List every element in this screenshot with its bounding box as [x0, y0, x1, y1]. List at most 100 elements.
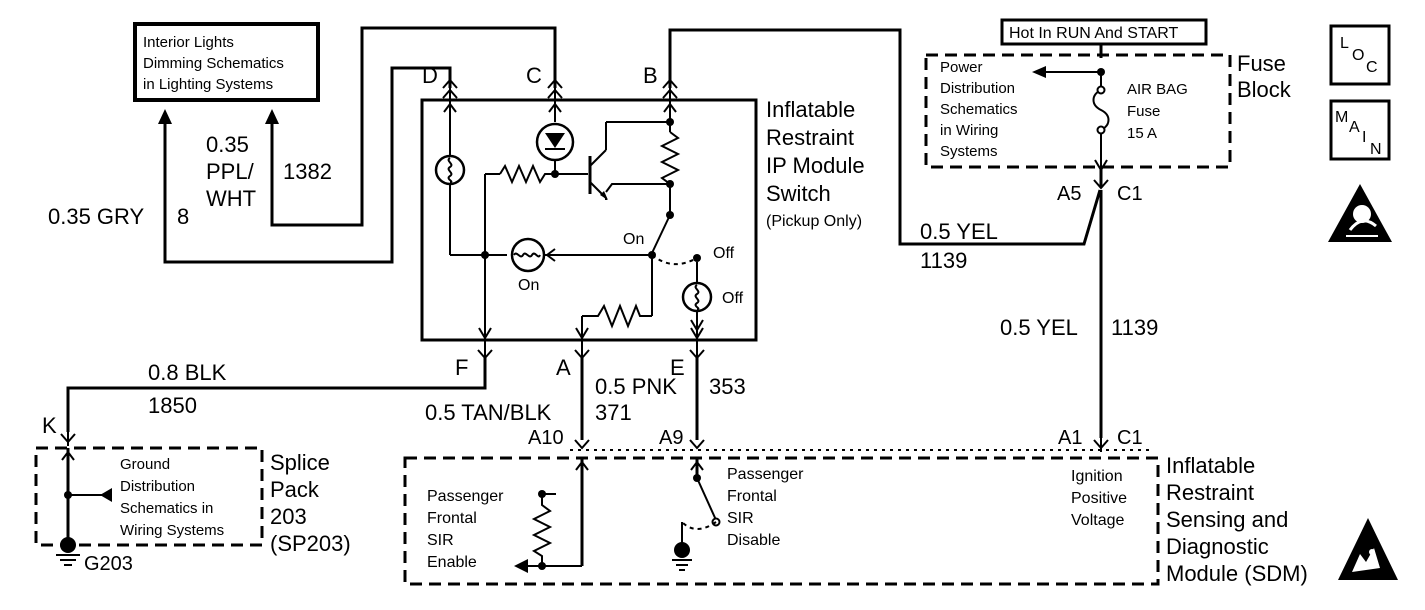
- ppl-circuit-label: 1382: [283, 159, 332, 184]
- yel-mid-size-label: 0.5 YEL: [1000, 315, 1078, 340]
- pin-d-connector: [442, 78, 458, 100]
- main-nav-button[interactable]: M A I N: [1329, 99, 1391, 161]
- conn-a10-label: A10: [528, 427, 564, 449]
- fuse-label-line-3: 15 A: [1127, 125, 1157, 142]
- splice-pack[interactable]: Ground Distribution Schematics in Wiring…: [34, 446, 264, 566]
- pin-b-connector: [662, 78, 678, 100]
- main-letter-i: I: [1362, 129, 1366, 146]
- wire-pnk-353: [689, 358, 705, 450]
- switch-title-line-4: Switch: [766, 181, 831, 206]
- enable-line-4: Enable: [427, 554, 477, 571]
- hot-label-box: Hot In RUN And START: [1000, 18, 1208, 46]
- loc-letter-l: L: [1340, 35, 1349, 52]
- wire-blk-1850: [60, 358, 487, 446]
- ppl-size-line-3: WHT: [206, 186, 256, 211]
- conn-c1-top-label: C1: [1117, 183, 1143, 205]
- wire-gry-8: [158, 66, 452, 264]
- loc-nav-button[interactable]: L O C: [1329, 24, 1391, 86]
- switch-subtitle: (Pickup Only): [766, 213, 862, 230]
- pin-c-label: C: [526, 63, 542, 88]
- yel-top-circuit-label: 1139: [920, 248, 967, 273]
- conn-a5-label: A5: [1057, 183, 1081, 205]
- wire-ppl-wht-1382: [265, 26, 557, 227]
- ground-dist-line-3: Schematics in: [120, 500, 213, 517]
- ignition-line-2: Positive: [1071, 490, 1127, 507]
- blk-size-label: 0.8 BLK: [148, 360, 227, 385]
- disable-line-3: SIR: [727, 510, 754, 527]
- pin-c-connector: [547, 78, 563, 100]
- main-letter-m: M: [1335, 109, 1348, 126]
- splice-label-1: Splice: [270, 450, 330, 475]
- main-letter-a: A: [1349, 119, 1360, 136]
- sdm-module[interactable]: Passenger Frontal SIR Enable Passenger F…: [403, 456, 1160, 586]
- sdm-title-line-3: Sensing and: [1166, 507, 1288, 532]
- ignition-line-1: Ignition: [1071, 468, 1123, 485]
- power-dist-line-4: in Wiring: [940, 122, 998, 139]
- yel-mid-circuit-label: 1139: [1111, 315, 1158, 340]
- pin-d-label: D: [422, 63, 438, 88]
- fuse-label-line-2: Fuse: [1127, 103, 1160, 120]
- yel-top-size-label: 0.5 YEL: [920, 219, 998, 244]
- wire-tan-blk-371: [574, 358, 590, 450]
- enable-line-1: Passenger: [427, 488, 504, 505]
- fuse-label-line-1: AIR BAG: [1127, 81, 1188, 98]
- gry-size-label: 0.35 GRY: [48, 204, 145, 229]
- pin-f-connector: [477, 340, 493, 360]
- disable-line-2: Frontal: [727, 488, 777, 505]
- sdm-title-line-5: Module (SDM): [1166, 561, 1308, 586]
- esd-warning-icon: [1338, 518, 1398, 580]
- fuse-block-label-1: Fuse: [1237, 51, 1286, 76]
- wire-b-to-yel: [668, 28, 1102, 246]
- enable-line-2: Frontal: [427, 510, 477, 527]
- pin-a-label: A: [556, 355, 571, 380]
- tan-size-label: 0.5 TAN/BLK: [425, 400, 552, 425]
- splice-label-4: (SP203): [270, 531, 351, 556]
- splice-label-2: Pack: [270, 477, 320, 502]
- power-dist-line-5: Systems: [940, 143, 998, 160]
- interior-lights-line-3: in Lighting Systems: [143, 76, 273, 93]
- gry-circuit-label: 8: [177, 204, 189, 229]
- conn-a9-label: A9: [659, 427, 683, 449]
- ignition-line-3: Voltage: [1071, 512, 1124, 529]
- pnk-circuit-label: 353: [709, 374, 746, 399]
- pin-e-label: E: [670, 355, 685, 380]
- pin-a-connector: [574, 340, 590, 360]
- splice-label-3: 203: [270, 504, 307, 529]
- ground-dist-line-1: Ground: [120, 456, 170, 473]
- interior-lights-box[interactable]: Interior Lights Dimming Schematics in Li…: [133, 22, 320, 102]
- interior-lights-line-2: Dimming Schematics: [143, 55, 284, 72]
- pin-f-label: F: [455, 355, 468, 380]
- wire-yel-1139: [1093, 190, 1109, 452]
- ppl-size-line-1: 0.35: [206, 132, 249, 157]
- sdm-title-line-1: Inflatable: [1166, 453, 1255, 478]
- switch-title-line-3: IP Module: [766, 153, 865, 178]
- power-dist-line-1: Power: [940, 59, 983, 76]
- switch-title-line-2: Restraint: [766, 125, 854, 150]
- fuse-block[interactable]: Power Distribution Schematics in Wiring …: [924, 53, 1232, 172]
- interior-lights-line-1: Interior Lights: [143, 34, 234, 51]
- airbag-warning-icon: [1328, 184, 1392, 242]
- sdm-title-line-4: Diagnostic: [1166, 534, 1269, 559]
- loc-letter-c: C: [1366, 59, 1378, 76]
- on-switch-label: On: [623, 231, 644, 248]
- fuse-block-label-2: Block: [1237, 77, 1292, 102]
- conn-k-label: K: [42, 413, 57, 438]
- enable-line-3: SIR: [427, 532, 454, 549]
- ip-module-switch[interactable]: D C B On: [420, 63, 758, 380]
- connector-a5-c1: [1093, 168, 1109, 190]
- power-dist-line-3: Schematics: [940, 101, 1018, 118]
- pnk-size-label: 0.5 PNK: [595, 374, 677, 399]
- ppl-size-line-2: PPL/: [206, 159, 255, 184]
- ground-dist-line-4: Wiring Systems: [120, 522, 224, 539]
- hot-label: Hot In RUN And START: [1009, 25, 1178, 42]
- conn-a1-label: A1: [1058, 427, 1082, 449]
- power-dist-line-2: Distribution: [940, 80, 1015, 97]
- pin-b-label: B: [643, 63, 658, 88]
- tan-circuit-label: 371: [595, 400, 632, 425]
- on-lamp-label: On: [518, 277, 539, 294]
- sdm-title-line-2: Restraint: [1166, 480, 1254, 505]
- disable-line-1: Passenger: [727, 466, 804, 483]
- ground-label: G203: [84, 553, 133, 575]
- blk-circuit-label: 1850: [148, 393, 197, 418]
